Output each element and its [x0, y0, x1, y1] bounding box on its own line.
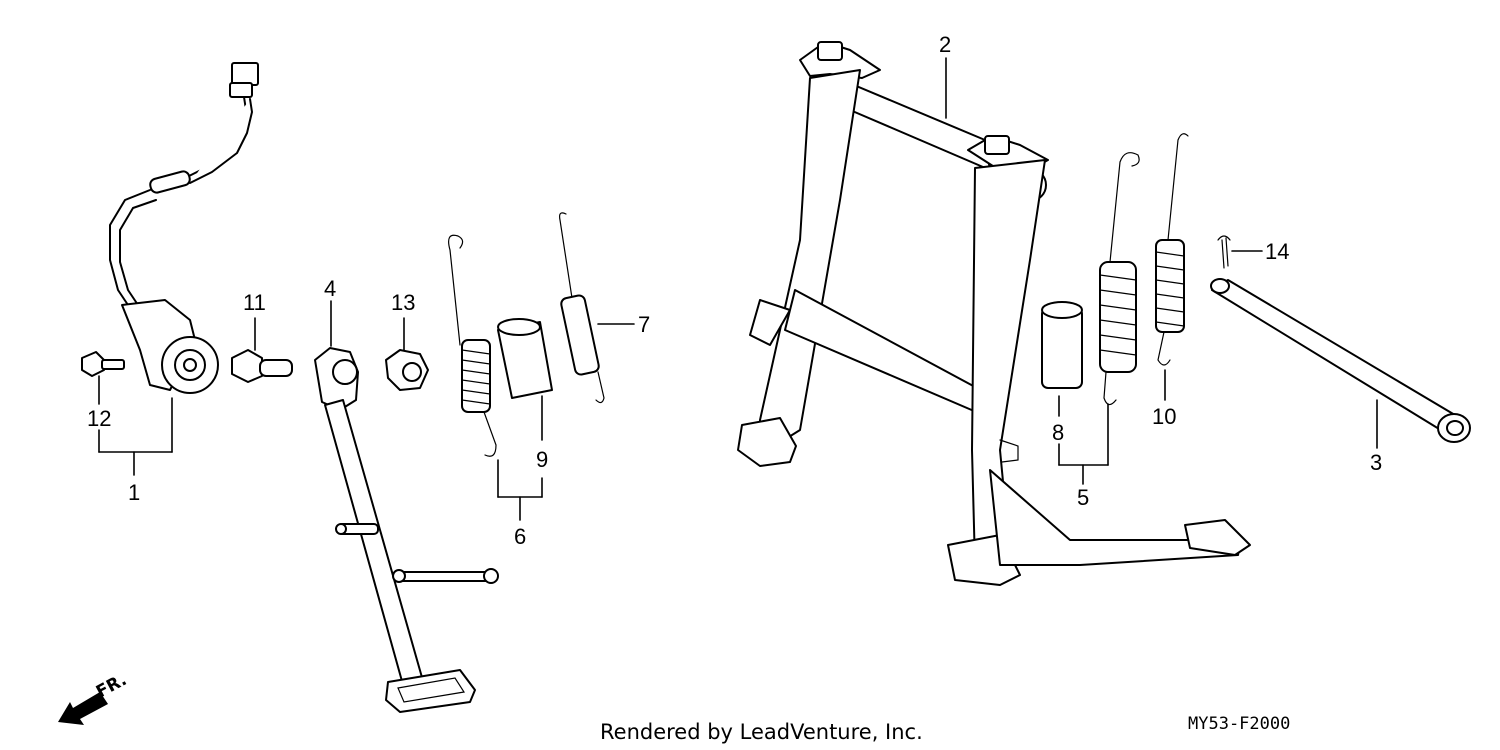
callout-3: 3	[1370, 450, 1382, 475]
main-stand-spring-5[interactable]	[1099, 152, 1140, 406]
callout-10: 10	[1152, 404, 1176, 429]
side-stand[interactable]	[314, 347, 499, 713]
cotter-pin-14[interactable]	[1217, 235, 1231, 269]
callout-14: 14	[1265, 239, 1289, 264]
render-credit: Rendered by LeadVenture, Inc.	[600, 720, 923, 744]
callout-11: 11	[243, 290, 266, 315]
spring-10[interactable]	[1155, 133, 1189, 366]
callout-13: 13	[391, 290, 415, 315]
diagram-code: MY53-F2000	[1188, 714, 1290, 734]
spring-7[interactable]	[559, 212, 605, 404]
callout-12: 12	[87, 406, 111, 431]
callout-9: 9	[536, 447, 548, 472]
main-stand[interactable]	[737, 41, 1251, 586]
arrow-down-left-icon	[58, 692, 108, 725]
leader-lines	[98, 57, 1378, 521]
collar-8[interactable]	[1041, 301, 1083, 389]
bolt-12[interactable]	[81, 351, 125, 377]
nut-13[interactable]	[385, 349, 429, 391]
collar-9[interactable]	[497, 318, 553, 399]
callout-labels: 1 2 3 4 5 6 7 8 9 10 11 12 13 14	[87, 32, 1382, 549]
callout-2: 2	[939, 32, 951, 57]
callout-4: 4	[324, 276, 336, 301]
callout-8: 8	[1052, 420, 1064, 445]
pivot-bolt-11[interactable]	[231, 349, 293, 383]
callout-1: 1	[128, 480, 140, 505]
pivot-shaft-3[interactable]	[1210, 278, 1471, 443]
callout-7: 7	[638, 312, 650, 337]
side-stand-switch[interactable]	[109, 62, 259, 394]
front-direction-indicator: FR.	[58, 670, 130, 725]
callout-6: 6	[514, 524, 526, 549]
callout-5: 5	[1077, 485, 1089, 510]
side-stand-spring-6[interactable]	[448, 234, 497, 457]
